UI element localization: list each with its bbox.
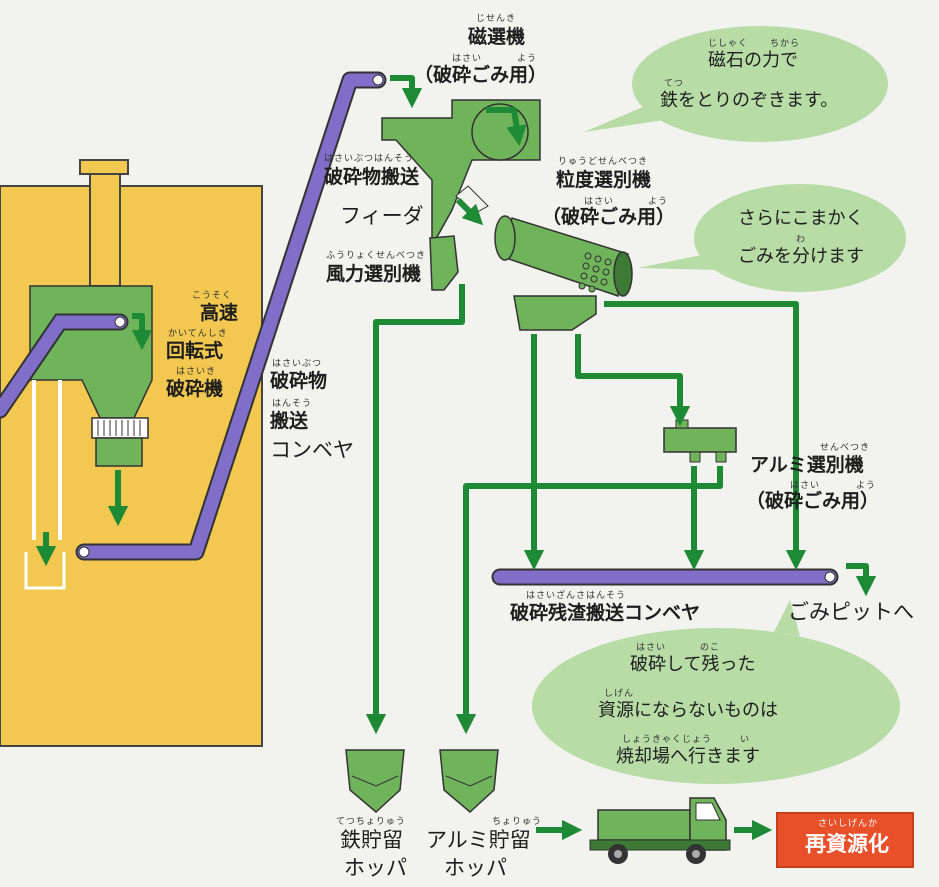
bubble-iron-ruby3: てつ	[664, 79, 684, 89]
iron-hopper-line2: ホッパ	[344, 856, 407, 880]
bubble-residue	[532, 600, 900, 784]
granular-sub-ruby2: よう	[648, 197, 669, 207]
al-sep-sub: （破砕ごみ用）	[746, 490, 880, 512]
bubble-fine-ruby: わ	[796, 235, 807, 245]
bubble-iron-ruby1: じしゃく	[708, 39, 749, 49]
residue-conveyor	[491, 568, 839, 586]
bubble-res-ruby3: しげん	[604, 689, 635, 699]
conveyor-line1: 破砕物	[270, 370, 328, 392]
bubble-res-ruby2: のこ	[700, 643, 721, 653]
feeder-line2: フィーダ	[340, 204, 424, 228]
magnetic-sub: （破砕ごみ用）	[414, 64, 548, 86]
bubble-iron-line2: 鉄をとりのぞきます。	[660, 90, 839, 111]
bubble-iron	[584, 26, 888, 142]
granular-sub-ruby1: はさい	[584, 197, 615, 207]
granular-separator-drum	[494, 215, 633, 331]
magnetic-label: 磁選機	[468, 26, 526, 48]
iron-hopper-icon	[345, 749, 405, 813]
bubble-fine-line2: ごみを分けます	[738, 246, 864, 267]
crusher-ruby1: こうそく	[192, 291, 233, 301]
conveyor-line3: コンベヤ	[270, 438, 354, 462]
flow-arrows	[107, 75, 877, 841]
iron-hopper-line1: 鉄貯留	[340, 828, 403, 852]
recycle-label: 再資源化	[805, 832, 889, 856]
crusher-ruby2: かいてんしき	[168, 329, 228, 339]
magnetic-ruby: じせんき	[476, 14, 517, 24]
crusher-ruby3: はさいき	[176, 367, 217, 377]
recycle-badge: さいしげんか 再資源化	[776, 812, 914, 868]
al-hopper-line2: ホッパ	[444, 856, 507, 880]
crusher-line2: 回転式	[166, 340, 224, 362]
bubble-res-ruby1: はさい	[636, 643, 667, 653]
feeder-ruby: はさいぶつはんそう	[324, 154, 415, 164]
wind-label: 風力選別機	[326, 263, 422, 285]
magnetic-sub-ruby1: はさい	[452, 54, 483, 64]
conveyor-ruby1: はさいぶつ	[272, 359, 323, 369]
wind-ruby: ふうりょくせんべつき	[326, 251, 427, 261]
bubble-res-ruby5: い	[740, 735, 751, 745]
residue-label: 破砕残渣搬送コンベヤ	[510, 602, 701, 624]
conveyor-line2: 搬送	[270, 410, 309, 432]
recycle-ruby: さいしげんか	[818, 819, 879, 829]
conveyor-ruby2: はんそう	[272, 399, 313, 409]
bubble-res-line3: 焼却場へ行きます	[616, 746, 760, 767]
granular-label: 粒度選別機	[556, 169, 652, 191]
bubble-iron-ruby2: ちから	[770, 39, 801, 49]
bubble-fine	[638, 184, 906, 292]
al-hopper-line1: アルミ貯留	[426, 828, 531, 852]
granular-ruby: りゅうどせんべつき	[558, 157, 649, 167]
crusher-line3: 破砕機	[166, 378, 224, 400]
al-sep-sub-ruby1: はさい	[790, 481, 821, 491]
crushed-material-conveyor	[75, 71, 387, 561]
magnetic-sub-ruby2: よう	[517, 54, 538, 64]
bubble-res-ruby4: しょうきゃくじょう	[622, 735, 713, 745]
granular-sub: （破砕ごみ用）	[542, 206, 676, 228]
bubble-res-line2: 資源にならないものは	[598, 700, 778, 721]
al-hopper-ruby: ちょりゅう	[492, 817, 543, 827]
aluminum-separator	[663, 419, 737, 463]
aluminum-hopper-icon	[439, 749, 499, 813]
bubble-iron-line1: 磁石の力で	[708, 50, 798, 71]
al-sep-label: アルミ選別機	[750, 454, 864, 476]
truck-icon	[589, 797, 731, 864]
iron-hopper-ruby: てつちょりゅう	[336, 817, 406, 827]
reject-chute	[24, 380, 66, 590]
al-sep-ruby: せんべつき	[820, 443, 871, 453]
infeed-conveyor	[0, 313, 129, 419]
bubble-res-line1: 破砕して残った	[630, 654, 756, 675]
residue-ruby: はさいざんさはんそう	[526, 591, 627, 601]
al-sep-sub-ruby2: よう	[856, 481, 877, 491]
crusher-line1: 高速	[200, 302, 239, 324]
feeder-line1: 破砕物搬送	[324, 166, 420, 188]
to-pit-label: ごみピットへ	[788, 600, 914, 624]
magnetic-separator	[381, 99, 541, 291]
bubble-fine-line1: さらにこまかく	[738, 208, 864, 229]
